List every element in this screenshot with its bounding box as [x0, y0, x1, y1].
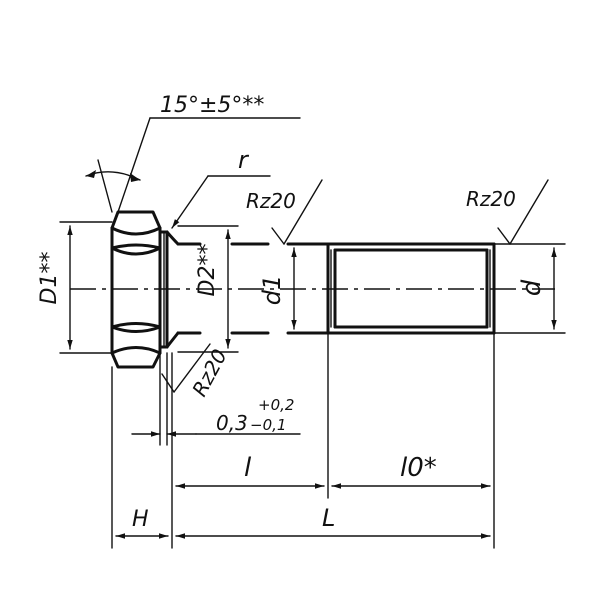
- label-l: l: [244, 453, 252, 483]
- label-L: L: [322, 504, 335, 532]
- label-offset-upper: +0,2: [258, 396, 294, 414]
- label-angle: 15°±5°**: [160, 93, 264, 118]
- label-rz-thread: Rz20: [466, 187, 516, 211]
- label-radius: r: [238, 146, 250, 174]
- dim-d2-collar: [177, 225, 239, 353]
- shank: [176, 242, 330, 335]
- label-d2-collar: D2**: [195, 244, 220, 297]
- dim-collar-thickness: [131, 352, 301, 446]
- dim-d1-head: [59, 221, 113, 354]
- label-d1-shank: d1: [258, 275, 286, 306]
- dim-d-thread: [493, 243, 566, 334]
- radius-leader: [171, 175, 271, 229]
- label-H: H: [132, 507, 149, 532]
- rz-shank-mark: [271, 179, 323, 245]
- hex-head: [110, 210, 162, 369]
- label-l0: l0*: [400, 453, 437, 483]
- label-rz-head: Rz20: [187, 345, 232, 400]
- label-rz-shank: Rz20: [246, 189, 296, 213]
- label-d1-head: D1**: [37, 252, 62, 305]
- label-offset-main: 0,3: [216, 411, 248, 435]
- rz-thread-mark: [497, 179, 549, 245]
- label-offset-lower: −0,1: [250, 416, 286, 434]
- label-d-thread: d: [517, 279, 547, 296]
- angle-callout: [85, 117, 301, 213]
